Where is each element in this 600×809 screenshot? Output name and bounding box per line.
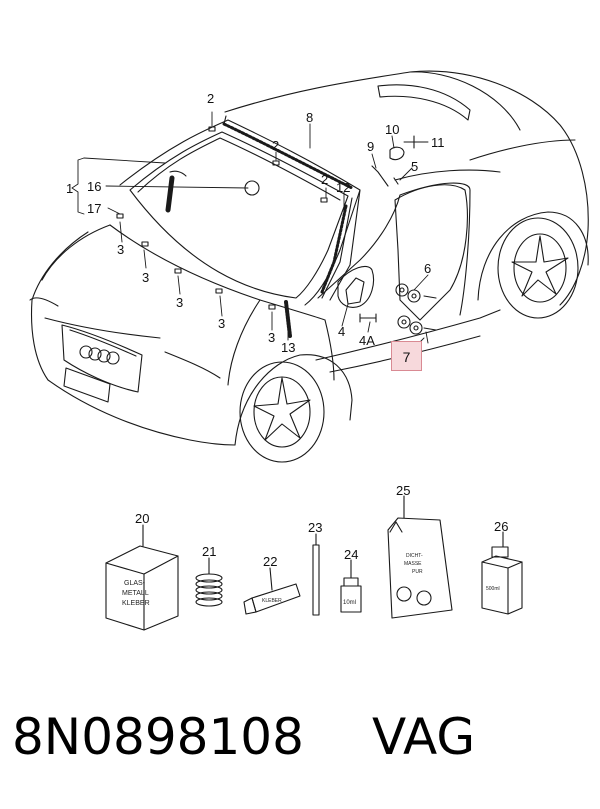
product-box-glass-metal-adhesive [105, 524, 179, 631]
brand-name: VAG [372, 708, 476, 766]
callout-24: 24 [344, 547, 359, 562]
callout-5: 5 [411, 159, 419, 174]
trim-strips [116, 115, 437, 338]
callout-10: 10 [385, 122, 400, 137]
box-label-2: METALL [122, 590, 149, 597]
callout-13: 13 [281, 340, 296, 355]
product-spring [195, 557, 223, 607]
callout-2a: 2 [207, 91, 215, 106]
callout-22: 22 [263, 554, 278, 569]
box-label-3: KLEBER [122, 600, 150, 607]
callout-9: 9 [367, 139, 375, 154]
can-label: 500ml [486, 586, 500, 592]
callout-3c: 3 [176, 295, 184, 310]
callout-1: 1 [66, 181, 74, 196]
tube-label: KLEBER [262, 598, 282, 604]
callout-4: 4 [338, 324, 346, 339]
highlighted-part-7: 7 [391, 341, 422, 371]
product-pouch [387, 495, 453, 619]
pouch-label-1: DICHT- [406, 553, 423, 559]
leader-lines [71, 111, 429, 344]
product-rod [312, 533, 320, 616]
part-number: 8N0898108 [12, 708, 304, 766]
callout-17: 17 [87, 201, 102, 216]
callout-7: 7 [402, 349, 411, 365]
callout-6: 6 [424, 261, 432, 276]
callout-2c: 2 [321, 172, 329, 187]
pouch-label-3: PUR [412, 569, 423, 575]
callout-3a: 3 [117, 242, 125, 257]
callout-3e: 3 [268, 330, 276, 345]
callout-16: 16 [87, 179, 102, 194]
product-labels: GLAS- METALL KLEBER KLEBER 10ml DICHT- M… [122, 553, 500, 607]
callout-11: 11 [431, 135, 445, 150]
product-tube [243, 567, 301, 615]
callout-3d: 3 [218, 316, 226, 331]
callout-8: 8 [306, 110, 314, 125]
car-body-outline [29, 70, 589, 463]
callout-2b: 2 [272, 138, 280, 153]
product-small-bottle [340, 559, 362, 613]
callout-25: 25 [396, 483, 411, 498]
product-can [481, 531, 523, 615]
callout-20: 20 [135, 511, 150, 526]
callout-23: 23 [308, 520, 323, 535]
callout-26: 26 [494, 519, 509, 534]
bottle-label: 10ml [343, 600, 356, 606]
callout-12: 12 [336, 180, 351, 195]
pouch-label-2: MASSE [404, 561, 422, 567]
box-label-1: GLAS- [124, 580, 146, 587]
callout-3b: 3 [142, 270, 150, 285]
callout-4a: 4A [359, 333, 375, 348]
callout-21: 21 [202, 544, 217, 559]
